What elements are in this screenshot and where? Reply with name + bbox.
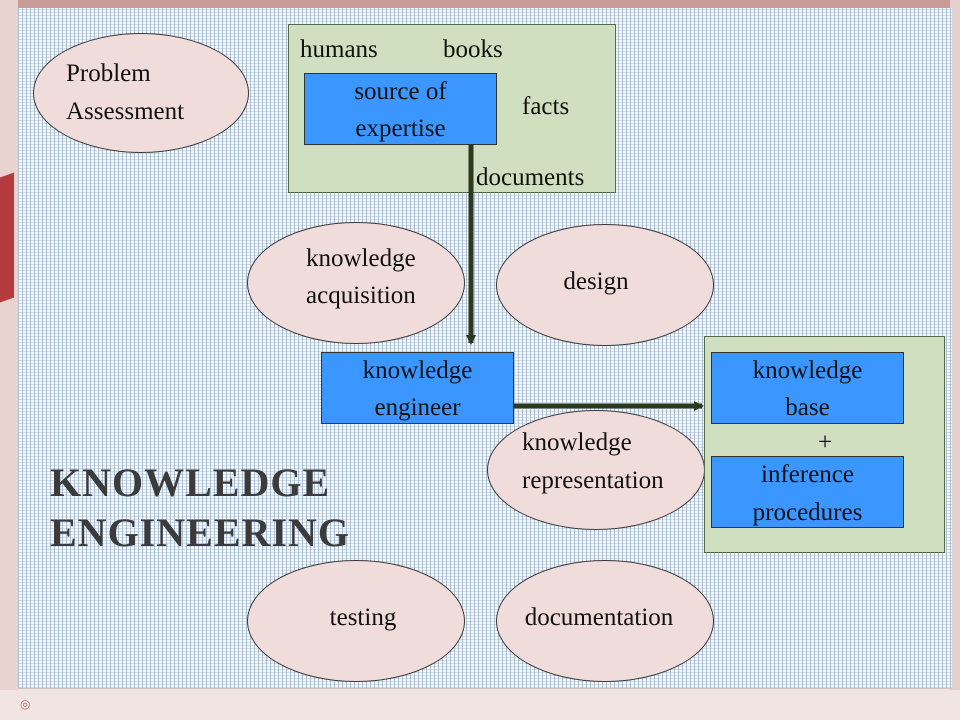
source-of-expertise-box	[304, 73, 497, 145]
knowledge-base-line2: base	[785, 394, 830, 421]
slide-title: KNOWLEDGE ENGINEERING	[50, 458, 350, 558]
documents-label: documents	[476, 164, 585, 191]
problem-assessment-ellipse	[33, 33, 249, 153]
plus-sign: +	[817, 429, 833, 456]
source-of-expertise-line1: source of	[354, 78, 447, 105]
facts-label: facts	[522, 93, 570, 120]
knowledge-base-line1: knowledge	[752, 357, 863, 384]
books-label: books	[443, 36, 503, 63]
testing-label: testing	[329, 604, 397, 631]
design-label: design	[563, 268, 629, 295]
knowledge-engineer-box	[321, 352, 514, 424]
problem-assessment-line1: Problem	[66, 60, 151, 87]
source-of-expertise-line2: expertise	[355, 115, 446, 142]
title-line2: ENGINEERING	[50, 510, 350, 555]
design-ellipse	[496, 224, 714, 346]
testing-ellipse	[247, 560, 465, 682]
knowledge-acquisition-ellipse	[247, 222, 465, 344]
knowledge-acquisition-line2: acquisition	[306, 282, 416, 309]
title-line1: KNOWLEDGE	[50, 460, 331, 505]
inference-procedures-box	[711, 456, 904, 528]
footer-bar	[0, 690, 960, 720]
problem-assessment-line2: Assessment	[66, 98, 185, 125]
knowledge-engineer-line2: engineer	[374, 394, 461, 421]
knowledge-representation-line2: representation	[522, 467, 664, 494]
knowledge-representation-line1: knowledge	[522, 429, 632, 456]
knowledge-acquisition-line1: knowledge	[306, 245, 416, 272]
inference-procedures-line1: inference	[761, 461, 854, 488]
documentation-label: documentation	[524, 604, 674, 631]
knowledge-engineer-line1: knowledge	[362, 357, 473, 384]
documentation-ellipse	[496, 560, 714, 682]
humans-label: humans	[300, 36, 378, 63]
inference-procedures-line2: procedures	[752, 499, 863, 526]
right-decoration	[950, 0, 960, 720]
knowledge-base-box	[711, 352, 904, 424]
footer-logo-icon: ◎	[20, 697, 31, 711]
